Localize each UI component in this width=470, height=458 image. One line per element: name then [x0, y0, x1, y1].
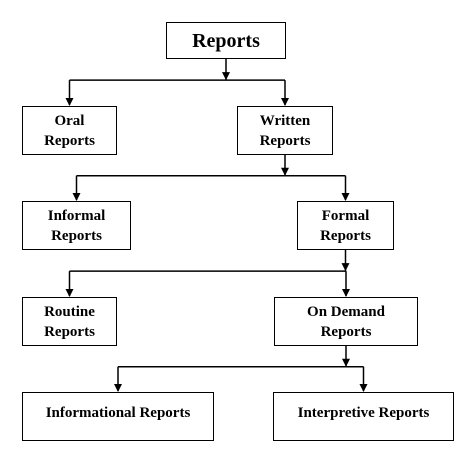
- node-oral-line2: Reports: [44, 132, 95, 149]
- node-on-demand-line1: On Demand: [307, 303, 385, 320]
- node-formal-reports: Formal Reports: [297, 201, 394, 250]
- node-oral-line1: Oral: [54, 112, 85, 129]
- arrowhead-to-informal: [72, 193, 81, 201]
- arrowhead-to-formal: [341, 193, 350, 201]
- arrowhead-to-informational: [114, 384, 122, 392]
- node-informal-line1: Informal: [47, 207, 106, 224]
- node-routine-line1: Routine: [44, 303, 95, 320]
- node-informal-line2: Reports: [51, 227, 102, 244]
- arrowhead-drop-formal: [341, 263, 350, 272]
- arrowhead-drop-reports: [222, 72, 230, 81]
- node-informational-label: Informational Reports: [45, 405, 191, 421]
- arrowhead-drop-on_demand: [342, 358, 350, 367]
- node-on-demand-reports: On Demand Reports: [274, 297, 418, 346]
- arrowhead-to-written: [281, 98, 289, 106]
- node-written-line1: Written: [259, 112, 311, 129]
- node-informational-reports: Informational Reports: [22, 392, 214, 441]
- node-oral-reports: Oral Reports: [22, 106, 117, 155]
- node-written-line2: Reports: [259, 132, 311, 149]
- arrowhead-to-oral: [65, 98, 74, 106]
- node-formal-line1: Formal: [321, 207, 370, 224]
- node-formal-line2: Reports: [320, 227, 371, 244]
- node-written-reports: Written Reports: [237, 106, 333, 155]
- arrowhead-drop-written: [281, 167, 289, 176]
- node-on-demand-line2: Reports: [320, 323, 372, 340]
- node-interpretive-reports: Interpretive Reports: [273, 392, 454, 441]
- node-routine-line2: Reports: [44, 323, 95, 340]
- node-informal-reports: Informal Reports: [22, 201, 131, 250]
- node-reports: Reports: [166, 22, 286, 59]
- arrowhead-to-interpretive: [359, 384, 368, 392]
- node-reports-label: Reports: [192, 29, 260, 52]
- node-interpretive-label: Interpretive Reports: [297, 405, 430, 421]
- arrowhead-to-routine: [65, 289, 74, 297]
- node-routine-reports: Routine Reports: [22, 297, 117, 346]
- arrowhead-to-on_demand: [342, 289, 350, 297]
